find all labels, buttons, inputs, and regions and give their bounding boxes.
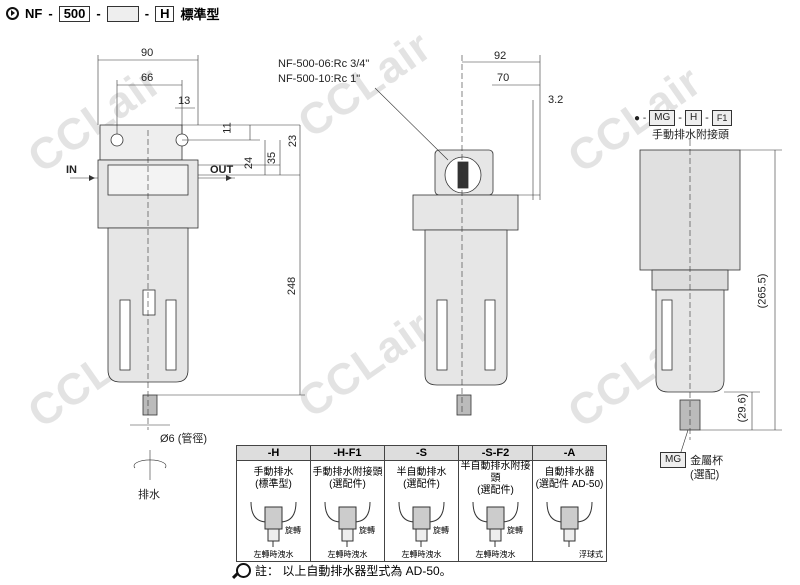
option-desc: 半自動排水附接頭(選配件): [458, 460, 533, 497]
mg-code: MG: [660, 452, 687, 468]
option-code: -A: [532, 445, 607, 461]
model-size: 500: [58, 5, 91, 22]
dim-29-6: (29.6): [736, 393, 749, 423]
rotate-label: 旋轉: [359, 526, 375, 535]
drain-label: 排水: [138, 489, 160, 501]
option-name: 手動排水: [253, 467, 294, 478]
option-caption: 左轉時洩水: [401, 550, 442, 559]
dim-66: 66: [141, 72, 154, 84]
option-caption: 左轉時洩水: [253, 550, 294, 559]
dim-24: 24: [243, 156, 256, 170]
model-prefix: NF: [25, 6, 43, 21]
dim-13: 13: [178, 95, 191, 107]
option-note: (選配件): [403, 479, 440, 490]
dim-90: 90: [141, 47, 154, 59]
dim-70: 70: [497, 72, 510, 84]
option-note: (選配件): [477, 485, 514, 496]
option-name: 自動排水器: [544, 467, 595, 478]
option-code: -S: [384, 445, 459, 461]
dim-3-2: 3.2: [548, 94, 564, 106]
magnifier-icon: [231, 563, 251, 580]
option-note: (選配件 AD-50): [535, 479, 604, 490]
mg-optional: (選配): [690, 469, 720, 481]
option-desc: 手動排水(標準型): [236, 460, 311, 497]
code-h: H: [684, 110, 703, 126]
right-caption: 手動排水附接頭: [652, 129, 729, 141]
option-name: 半自動排水: [396, 467, 447, 478]
option-caption: 左轉時洩水: [327, 550, 368, 559]
rotate-label: 旋轉: [507, 526, 523, 535]
dim-265-5: (265.5): [756, 273, 769, 309]
option-desc: 半自動排水(選配件): [384, 460, 459, 497]
dim-248: 248: [286, 276, 299, 296]
port-spec-10: NF-500-10:Rc 1": [278, 73, 361, 85]
option-name: 半自動排水附接頭: [460, 461, 531, 484]
option-desc: 自動排水器(選配件 AD-50): [532, 460, 607, 497]
option-illustration: 旋轉左轉時洩水: [458, 497, 533, 562]
port-note: Ø6 (管徑): [160, 433, 208, 445]
middle-drain: [456, 394, 472, 416]
option-note: (標準型): [255, 479, 292, 490]
port-spec-06: NF-500-06:Rc 3/4": [278, 58, 370, 70]
option-code: -S-F2: [458, 445, 533, 461]
out-label: OUT: [210, 164, 234, 176]
drain-valve-illustration: [250, 501, 297, 547]
model-type: 標準型: [180, 7, 220, 22]
model-drain: H: [155, 5, 175, 22]
option-code: -H-F1: [310, 445, 385, 461]
middle-head: [412, 194, 519, 231]
option-caption: 浮球式: [579, 550, 603, 559]
rotate-label: 旋轉: [285, 526, 301, 535]
option-caption: 左轉時洩水: [475, 550, 516, 559]
bullet-icon: [6, 7, 19, 20]
drain-valve-illustration: [546, 501, 593, 547]
code-f1: F1: [711, 110, 733, 126]
drain-valve-illustration: [398, 501, 445, 547]
option-name: 手動排水附接頭: [312, 467, 383, 478]
footnote-text: 註： 以上自動排水器型式為 AD-50。: [255, 564, 452, 578]
dim-35: 35: [266, 151, 279, 165]
dim-23: 23: [287, 134, 300, 148]
option-illustration: 浮球式: [532, 497, 607, 562]
option-desc: 手動排水附接頭(選配件): [310, 460, 385, 497]
right-code: ● - MG- H- F1: [634, 110, 733, 126]
code-mg: MG: [649, 110, 676, 126]
drain-valve-illustration: [324, 501, 371, 547]
rotate-label: 旋轉: [433, 526, 449, 535]
model-code: NF- 500- - H 標準型: [6, 4, 219, 23]
option-code: -H: [236, 445, 311, 461]
in-label: IN: [66, 164, 77, 176]
mg-label: 金屬杯: [690, 455, 724, 467]
option-illustration: 旋轉左轉時洩水: [384, 497, 459, 562]
mg-note: MG 金屬杯: [660, 452, 723, 468]
option-note: (選配件): [329, 479, 366, 490]
footnote: 註： 以上自動排水器型式為 AD-50。: [231, 562, 452, 580]
dim-11: 11: [221, 122, 234, 134]
option-illustration: 旋轉左轉時洩水: [236, 497, 311, 562]
drain-valve-illustration: [472, 501, 519, 547]
option-illustration: 旋轉左轉時洩水: [310, 497, 385, 562]
left-drain: [142, 394, 158, 416]
dim-92: 92: [494, 50, 507, 62]
model-blank: [106, 5, 139, 22]
